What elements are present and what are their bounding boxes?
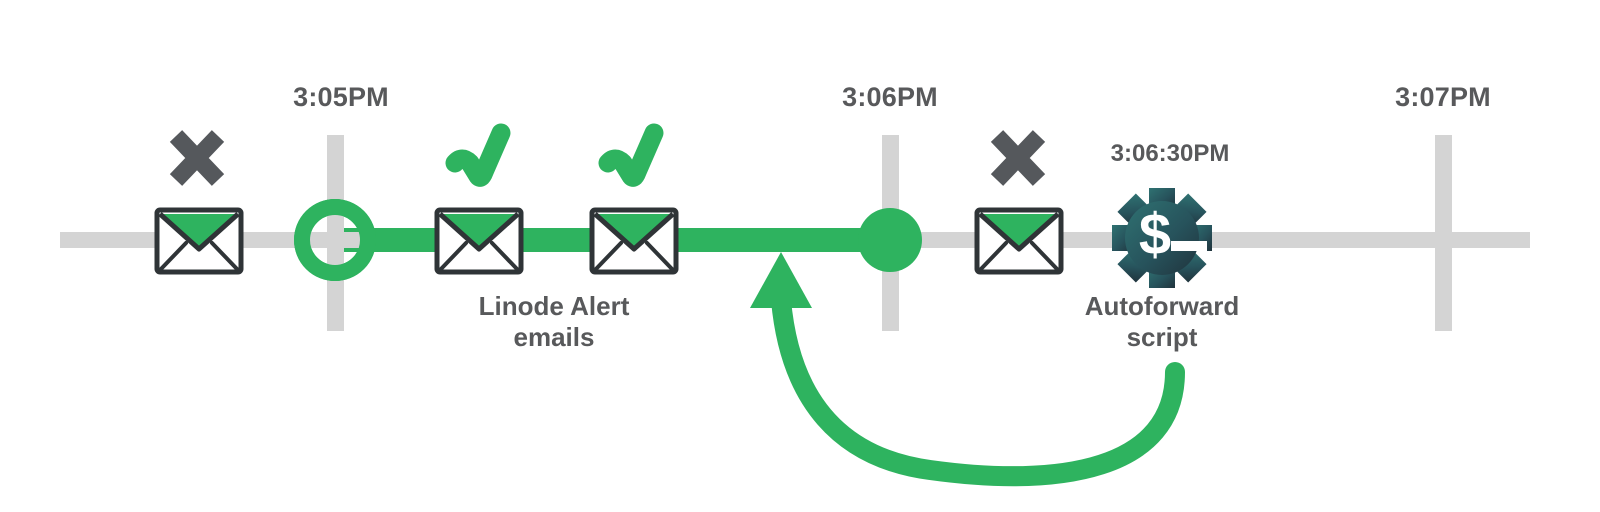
svg-text:$: $ [1139,202,1171,267]
x-mark-icon [990,130,1046,186]
feedback-arrow [750,252,1185,487]
marker-green-dot [858,208,922,272]
envelope-icon [589,207,679,275]
autoforward-script-label: Autoforward script [1085,291,1240,352]
linode-alert-emails-label-line-2: emails [513,321,595,352]
linode-alert-emails-label-line-1: Linode Alert [478,291,630,321]
autoforward-script-label-line-1: Autoforward [1084,291,1240,321]
tick-label-305: 3:05PM [293,82,389,112]
autoforward-script-label-line-2: script [1126,321,1198,352]
check-mark-icon [445,123,511,187]
envelope-icon [154,207,244,275]
gear-dollar-icon: $ [1112,188,1212,288]
tick-label-307: 3:07PM [1395,82,1491,112]
check-mark-icon [598,123,664,187]
autoforward-time-label: 3:06:30PM [1110,140,1230,167]
envelope-icon [434,207,524,275]
marker-green-ring-stroke [294,199,376,281]
x-mark-icon [169,130,225,186]
linode-alert-emails-label: Linode Alert emails [479,291,630,352]
tick-label-306: 3:06PM [842,82,938,112]
envelope-icon [974,207,1064,275]
